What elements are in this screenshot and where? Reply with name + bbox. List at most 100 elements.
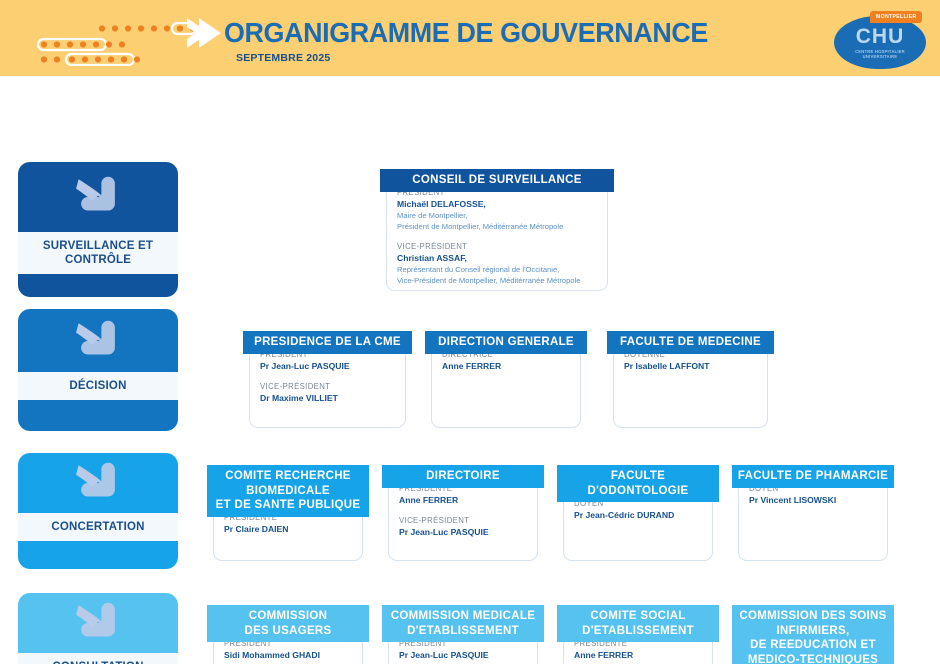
org-card-title: FACULTE DE PHAMARCIE [732, 465, 894, 488]
person-name: Pr Vincent LISOWSKI [749, 495, 837, 505]
logo-oval [834, 16, 926, 69]
org-chart-board: SURVEILLANCE ET CONTRÔLE DÉCISION CONCER… [0, 76, 940, 664]
person-name: Pr Jean-Cédric DURAND [574, 509, 675, 520]
role-label: VICE-PRÉSIDENT [397, 242, 468, 251]
person-detail: Président de Montpellier, Méditérranée M… [397, 221, 564, 231]
org-card-title: FACULTE D'ODONTOLOGIE [557, 465, 719, 502]
person-name: Pr Isabelle LAFFONT [624, 361, 710, 371]
role-label: PRÉSIDENT [399, 638, 447, 648]
org-card-title-line: D'ETABLISSEMENT [582, 624, 694, 637]
role-label: DOYENNE [624, 350, 666, 359]
org-card-title: CONSEIL DE SURVEILLANCE [380, 169, 614, 192]
person-detail: Vice-Président de Montpellier, Méditérra… [397, 275, 581, 285]
org-card-title-line: BIOMEDICALE [246, 484, 330, 497]
org-role-block: DIRECTRICE Anne FERRER [442, 349, 570, 372]
org-card[interactable]: COMITE RECHERCHE BIOMEDICALE ET DE SANTE P… [207, 465, 369, 561]
org-card-title: COMMISSION MEDICALE D'ETABLISSEMENT [382, 605, 544, 642]
page-header: ORGANIGRAMME DE GOUVERNANCE SEPTEMBRE 20… [0, 0, 940, 76]
arrow-down-right-icon [18, 453, 178, 513]
person-name: Pr Jean-Luc PASQUIE [399, 527, 489, 537]
role-label: DOYEN [574, 498, 604, 508]
role-label: PRÉSIDENTE [574, 638, 628, 648]
logo-subtitle-line1: CENTRE HOSPITALIER [855, 49, 905, 54]
org-card-title: COMITE RECHERCHE BIOMEDICALE ET DE SANTE P… [207, 465, 369, 517]
org-card-title-line: D'ETABLISSEMENT [407, 624, 519, 637]
role-label: VICE-PRÉSIDENT [260, 382, 331, 391]
org-card-title-line: FACULTE [610, 470, 666, 482]
person-name: Dr Maxime VILLIET [260, 393, 338, 403]
org-role-block: PRÉSIDENTE Pr Claire DAIEN [224, 512, 352, 535]
org-card-title-line: DIRECTOIRE [426, 470, 500, 482]
header-titles: ORGANIGRAMME DE GOUVERNANCE SEPTEMBRE 20… [224, 16, 728, 64]
org-card-title-line: ET DE SANTE PUBLIQUE [215, 499, 361, 511]
chu-logo: CHU CENTRE HOSPITALIER UNIVERSITAIRE MON… [834, 7, 926, 69]
page-title: ORGANIGRAMME DE GOUVERNANCE [224, 17, 708, 48]
org-card-title-line: D'ODONTOLOGIE [587, 484, 689, 497]
org-card-title-line: MEDICO-TECHNIQUES [747, 653, 879, 664]
person-name: Sidi Mohammed GHADI [224, 649, 320, 660]
role-label: PRÉSIDENTE [399, 484, 453, 493]
person-name: Pr Jean-Luc PASQUIE [260, 361, 350, 371]
person-detail: Maire de Montpellier, [397, 211, 468, 220]
org-card-title-line: DE REEDUCATION ET [750, 639, 876, 651]
sidebar-item-1[interactable]: SURVEILLANCE ET CONTRÔLE [18, 162, 178, 297]
logo-name: CHU [855, 25, 905, 48]
logo-city-tag: MONTPELLIER [870, 11, 923, 23]
org-role-block: VICE-PRÉSIDENT Dr Maxime VILLIET [260, 381, 395, 404]
org-card-title: DIRECTION GENERALE [425, 331, 587, 354]
sidebar-item-label: CONCERTATION [18, 513, 178, 542]
sidebar-item-footer [18, 274, 178, 297]
org-card-title-line: COMMISSION [248, 610, 328, 622]
role-label: PRÉSIDENT [224, 638, 272, 648]
sidebar-item-3[interactable]: CONCERTATION [18, 453, 178, 569]
role-label: DIRECTRICE [442, 350, 494, 359]
logo-subtitle-line2: UNIVERSITAIRE [862, 54, 898, 60]
sidebar-item-2[interactable]: DÉCISION [18, 309, 178, 431]
org-card-title-line: COMITE SOCIAL [590, 610, 686, 622]
arrow-right-icon [187, 18, 221, 48]
org-card-title-line: COMITE RECHERCHE [225, 470, 351, 482]
sidebar-item-label: DÉCISION [18, 372, 178, 401]
sidebar-item-4[interactable]: CONSULTATION [18, 593, 178, 664]
role-label: PRÉSIDENTE [224, 513, 278, 522]
person-name: Anne FERRER [574, 649, 634, 660]
sidebar-item-footer [18, 541, 178, 569]
org-card-title-line: COMMISSION DES SOINS [739, 610, 887, 622]
org-card-title: PRESIDENCE DE LA CME [243, 331, 412, 354]
arrow-down-right-icon [18, 309, 178, 372]
org-card-title: COMITE SOCIAL D'ETABLISSEMENT [557, 605, 719, 642]
role-label: VICE-PRÉSIDENT [399, 516, 470, 525]
person-name: Pr Claire DAIEN [224, 524, 289, 534]
org-card-title-line: COMMISSION MEDICALE [390, 610, 536, 622]
org-card-title: FACULTE DE MEDECINE [607, 331, 774, 354]
person-name: Anne FERRER [442, 361, 502, 371]
arrow-down-right-icon [18, 162, 178, 232]
org-card-body: PRÉSIDENTE Pr Claire DAIEN [214, 473, 362, 544]
person-name: Pr Jean-Luc PASQUIE [399, 649, 489, 660]
org-card-title-line: FACULTE DE PHAMARCIE [737, 470, 889, 482]
